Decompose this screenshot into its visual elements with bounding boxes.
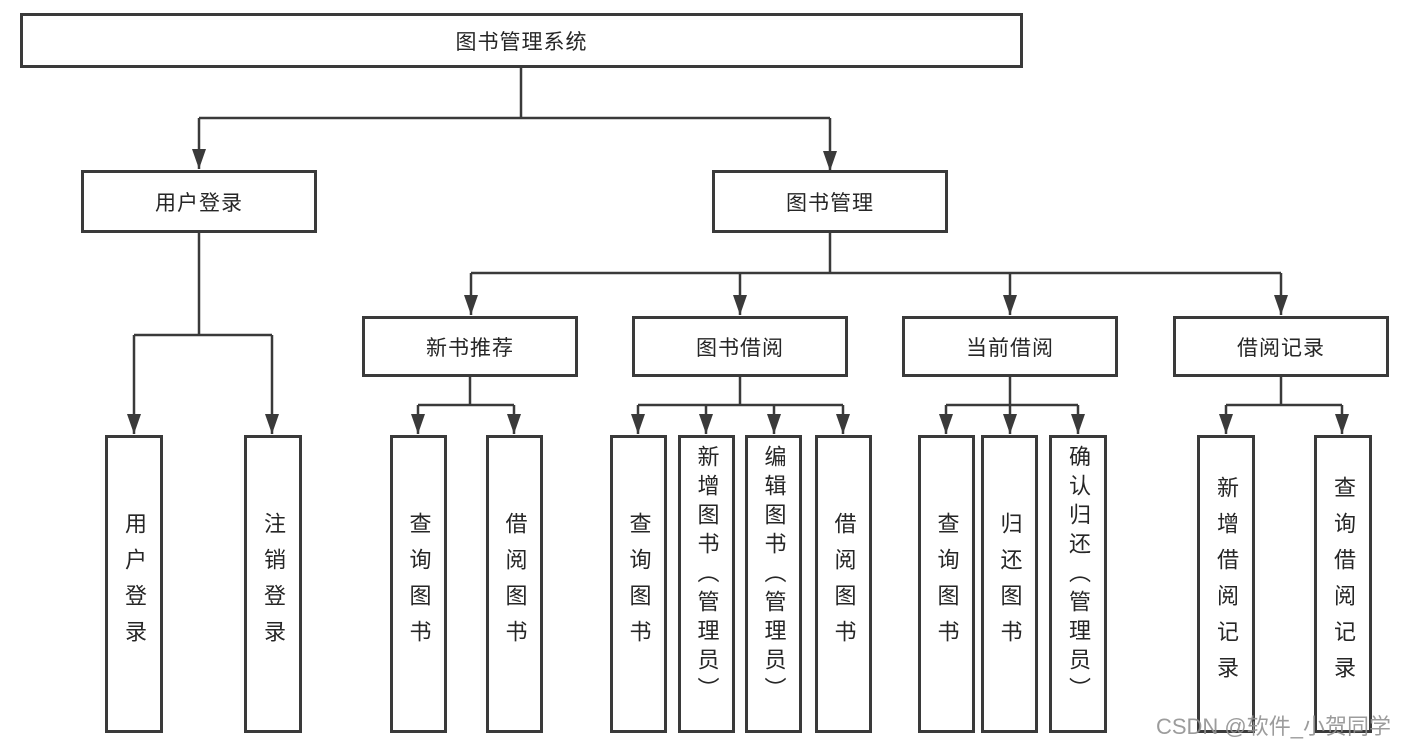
arrowhead	[1003, 295, 1017, 315]
node-label: 借阅图书	[502, 512, 528, 656]
arrowhead	[192, 149, 206, 169]
arrowhead	[939, 414, 953, 434]
node-user-login: 用户登录	[81, 170, 317, 233]
node-label: 新增图书（管理员）	[694, 445, 720, 706]
node-label: 用户登录	[122, 512, 147, 656]
arrowhead	[1071, 414, 1085, 434]
node-book-management: 图书管理	[712, 170, 948, 233]
node-label: 查询图书	[934, 512, 960, 656]
node-label: 查询图书	[626, 512, 652, 656]
arrowhead	[507, 414, 521, 434]
arrowhead	[1274, 295, 1288, 315]
node-borrow-records: 借阅记录	[1173, 316, 1389, 377]
node-label: 图书借阅	[696, 336, 784, 360]
arrowhead	[823, 151, 837, 171]
node-label: 编辑图书（管理员）	[761, 445, 787, 706]
leaf-add-books-admin: 新增图书（管理员）	[678, 435, 735, 733]
leaf-query-books-3: 查询图书	[918, 435, 975, 733]
leaf-add-borrow-record: 新增借阅记录	[1197, 435, 1255, 733]
node-label: 当前借阅	[966, 336, 1054, 360]
arrowhead	[127, 414, 141, 434]
arrowhead	[1219, 414, 1233, 434]
connector-path	[132, 68, 1344, 434]
node-label: 新增借阅记录	[1214, 476, 1239, 692]
node-label: 新书推荐	[426, 336, 514, 360]
node-label: 图书管理系统	[455, 30, 588, 54]
csdn-watermark: CSDN @软件_小贺同学	[1155, 714, 1391, 739]
arrowhead	[1003, 414, 1017, 434]
leaf-borrow-books-1: 借阅图书	[486, 435, 543, 733]
arrowheads	[127, 149, 1349, 434]
leaf-borrow-books-2: 借阅图书	[815, 435, 872, 733]
node-book-borrow: 图书借阅	[632, 316, 848, 377]
arrowhead	[464, 295, 478, 315]
arrowhead	[411, 414, 425, 434]
arrowhead	[265, 414, 279, 434]
node-label: 注销登录	[261, 512, 286, 656]
leaf-confirm-return-admin: 确认归还（管理员）	[1049, 435, 1107, 733]
arrowhead	[836, 414, 850, 434]
leaf-edit-books-admin: 编辑图书（管理员）	[745, 435, 802, 733]
leaf-return-books: 归还图书	[981, 435, 1038, 733]
node-root-system: 图书管理系统	[20, 13, 1023, 68]
node-new-book-recommend: 新书推荐	[362, 316, 578, 377]
node-label: 用户登录	[155, 191, 243, 215]
node-label: 查询图书	[406, 512, 432, 656]
node-label: 确认归还（管理员）	[1066, 445, 1091, 706]
node-label: 归还图书	[997, 512, 1023, 656]
node-label: 查询借阅记录	[1331, 476, 1356, 692]
arrowhead	[1335, 414, 1349, 434]
node-label: 借阅记录	[1237, 336, 1325, 360]
arrowhead	[767, 414, 781, 434]
node-label: 图书管理	[786, 191, 874, 215]
leaf-user-login: 用户登录	[105, 435, 163, 733]
node-current-borrow: 当前借阅	[902, 316, 1118, 377]
arrowhead	[699, 414, 713, 434]
leaf-query-books-1: 查询图书	[390, 435, 447, 733]
leaf-logout: 注销登录	[244, 435, 302, 733]
leaf-query-books-2: 查询图书	[610, 435, 667, 733]
leaf-query-borrow-record: 查询借阅记录	[1314, 435, 1372, 733]
node-label: 借阅图书	[831, 512, 857, 656]
arrowhead	[733, 295, 747, 315]
arrowhead	[631, 414, 645, 434]
